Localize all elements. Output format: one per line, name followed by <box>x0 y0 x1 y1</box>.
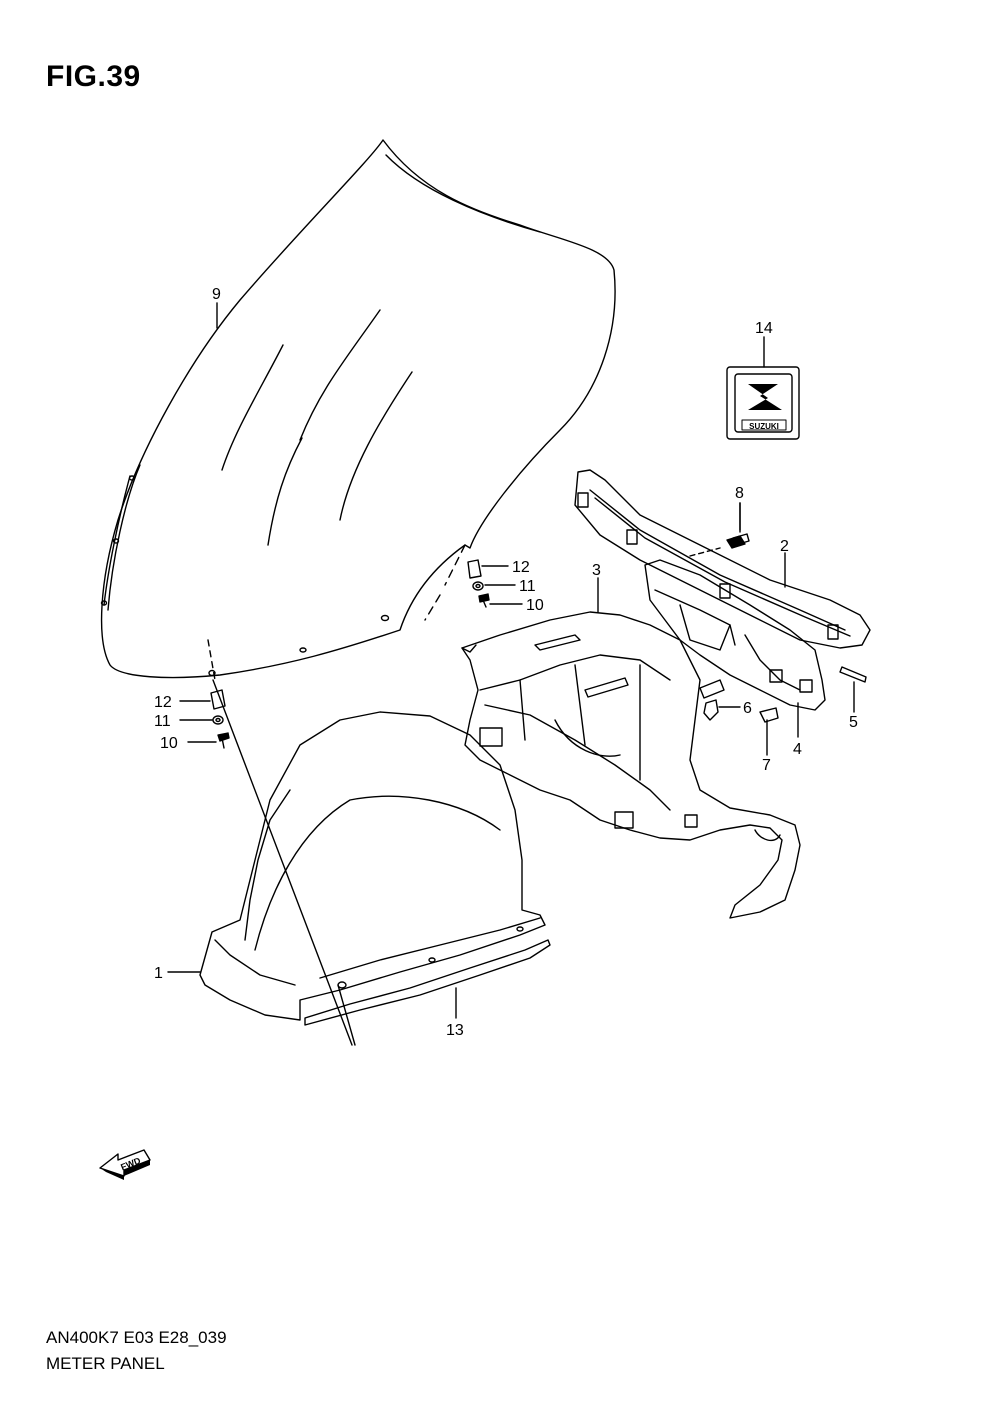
lower-cover-part-4 <box>644 559 826 711</box>
callout-2: 2 <box>780 538 789 555</box>
callout-5: 5 <box>849 714 858 731</box>
callout-3: 3 <box>592 562 601 579</box>
callout-12-left: 12 <box>154 694 172 711</box>
meter-panel-part-3 <box>461 611 801 919</box>
callout-10-right: 10 <box>526 597 544 614</box>
fwd-arrow-icon: FWD <box>99 1149 151 1180</box>
figure-name: METER PANEL <box>46 1354 165 1373</box>
callout-10-left: 10 <box>160 735 178 752</box>
callout-8: 8 <box>735 485 744 502</box>
badge-part-14 <box>726 366 800 440</box>
bolt-stack-right <box>467 559 490 608</box>
meter-frame-part-2 <box>574 469 871 649</box>
callout-11-left: 11 <box>154 713 171 730</box>
callout-11-right: 11 <box>519 578 536 595</box>
bolt-stack-left <box>210 689 230 749</box>
callout-12-right: 12 <box>512 559 530 576</box>
callout-14: 14 <box>755 320 773 337</box>
clip-part-7 <box>759 707 779 723</box>
windscreen-part-9 <box>100 139 616 679</box>
callout-4: 4 <box>793 741 802 758</box>
badge-label: SUZUKI <box>749 422 779 431</box>
screw-part-8 <box>726 502 750 549</box>
callout-9: 9 <box>212 286 221 303</box>
strip-part-5 <box>839 666 867 683</box>
callout-6: 6 <box>743 700 752 717</box>
callout-13: 13 <box>446 1022 464 1039</box>
alignment-line <box>207 639 216 681</box>
alignment-line-3 <box>337 984 356 1046</box>
callout-1: 1 <box>154 965 163 982</box>
cowl-part-1 <box>199 711 546 1021</box>
figure-title: FIG.39 <box>46 60 141 93</box>
callout-7: 7 <box>762 757 771 774</box>
alignment-line-2 <box>212 679 353 1046</box>
figure-code: AN400K7 E03 E28_039 <box>46 1328 227 1347</box>
clip-part-6 <box>703 699 719 721</box>
trim-part-13 <box>304 939 551 1026</box>
